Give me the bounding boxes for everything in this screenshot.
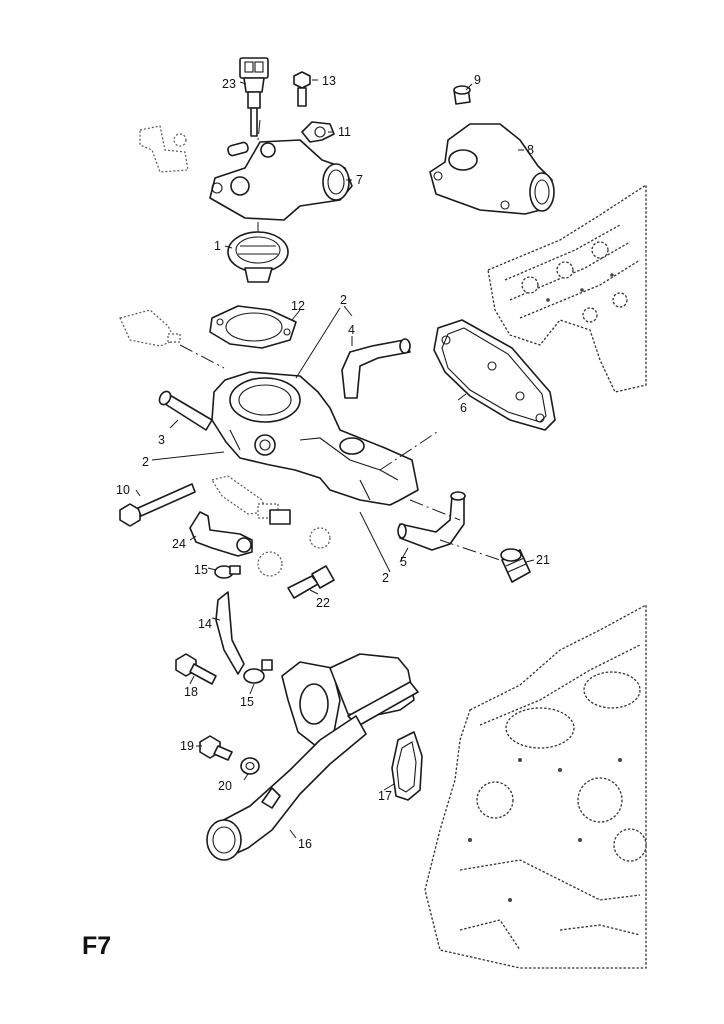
callout-16: 16 <box>298 837 312 851</box>
clip-15-upper <box>214 565 241 579</box>
pipe-3 <box>158 390 213 431</box>
callout-1: 1 <box>214 239 221 253</box>
bolt-19 <box>199 735 233 761</box>
bracket-ghost <box>139 125 189 173</box>
callout-20: 20 <box>218 779 232 793</box>
callout-2-lower: 2 <box>382 571 389 585</box>
plug-9 <box>453 85 471 105</box>
fitting-22 <box>287 565 335 599</box>
callout-5: 5 <box>400 555 407 569</box>
thermostat-housing-7 <box>209 139 353 221</box>
hose-4 <box>341 338 411 399</box>
callout-22: 22 <box>316 596 330 610</box>
gasket-12 <box>209 305 297 349</box>
callout-23: 23 <box>222 77 236 91</box>
callout-24: 24 <box>172 537 186 551</box>
thermostat-1 <box>227 231 289 283</box>
callout-17: 17 <box>378 789 392 803</box>
callout-3: 3 <box>158 433 165 447</box>
washer-20 <box>240 757 260 775</box>
callout-2-left: 2 <box>142 455 149 469</box>
callout-14: 14 <box>198 617 212 631</box>
callout-9: 9 <box>474 73 481 87</box>
engine-block-outline <box>424 603 647 969</box>
leader-lines <box>135 79 535 839</box>
sensor-ghost-center <box>211 475 291 525</box>
callout-2-upper: 2 <box>340 293 347 307</box>
clip-11 <box>301 121 335 143</box>
temperature-sensor-23 <box>239 57 269 137</box>
hose-5 <box>397 491 466 551</box>
callout-15-upper: 15 <box>194 563 208 577</box>
bolt-10 <box>119 483 196 527</box>
callout-13: 13 <box>322 74 336 88</box>
callout-19: 19 <box>180 739 194 753</box>
callout-18: 18 <box>184 685 198 699</box>
figure-label: F7 <box>82 932 111 960</box>
bolt-18 <box>175 653 217 685</box>
callout-21: 21 <box>536 553 550 567</box>
thermostat-body-2 <box>211 371 419 506</box>
callout-15-lower: 15 <box>240 695 254 709</box>
callout-7: 7 <box>356 173 363 187</box>
callout-12: 12 <box>291 299 305 313</box>
hose-14 <box>215 591 245 675</box>
callout-8: 8 <box>527 143 534 157</box>
callout-4: 4 <box>348 323 355 337</box>
assembly-centerlines <box>179 119 501 561</box>
gasket-17 <box>391 731 423 801</box>
water-pump-connector <box>281 653 419 747</box>
cylinder-head-outline <box>487 183 647 393</box>
bracket-24 <box>189 511 253 557</box>
callout-labels: 23 13 11 9 8 7 1 12 2 4 6 3 2 10 24 15 5… <box>116 73 550 851</box>
sensor-ghost-left <box>119 309 181 347</box>
callout-11: 11 <box>338 125 351 139</box>
clip-15-lower <box>243 659 273 684</box>
callout-10: 10 <box>116 483 130 497</box>
water-pipe-16 <box>206 715 367 861</box>
ghost-nut-center <box>257 527 331 577</box>
bolt-13 <box>293 71 311 107</box>
plug-21 <box>500 548 531 583</box>
callout-6: 6 <box>460 401 467 415</box>
gasket-6 <box>433 319 556 431</box>
water-outlet-8 <box>429 123 555 215</box>
